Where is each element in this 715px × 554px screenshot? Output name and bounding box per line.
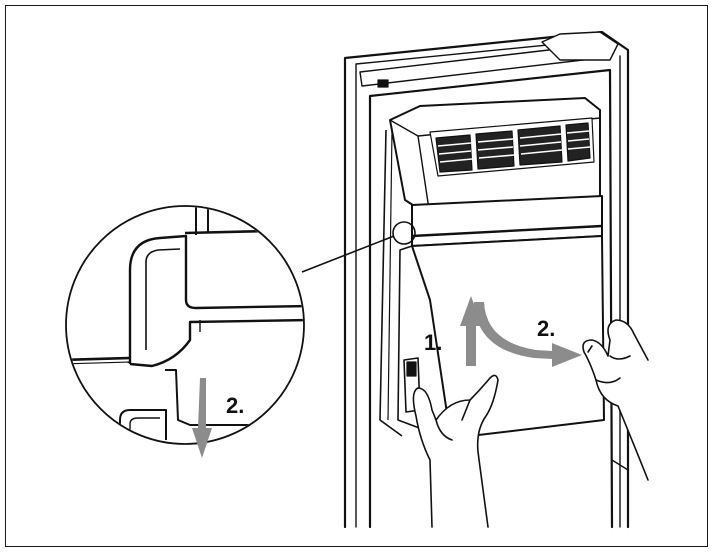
curved-right-arrow-icon xyxy=(474,302,582,367)
detail-magnifier xyxy=(65,205,305,445)
door-top-latch xyxy=(377,79,389,88)
door-bottom-rail xyxy=(611,459,629,471)
detail-hook xyxy=(128,234,303,364)
detail-bracket xyxy=(165,369,303,426)
step-2-label: 2. xyxy=(537,316,556,341)
right-hand xyxy=(582,319,649,481)
down-arrow-icon xyxy=(192,378,212,458)
refrigerator-door xyxy=(343,30,630,529)
bin-side-rail xyxy=(379,129,403,437)
door-bin xyxy=(379,129,605,437)
vent-grille xyxy=(429,117,595,177)
ice-unit xyxy=(389,97,601,217)
door-inner-edge-left-2 xyxy=(368,68,614,529)
ice-unit-side xyxy=(417,135,431,217)
bin-lip-edge xyxy=(411,224,603,238)
door-outer-edge xyxy=(343,30,630,529)
detail-marker-circle xyxy=(392,221,416,245)
bin-clip-tab xyxy=(406,361,417,377)
step-1-label: 1. xyxy=(424,330,443,355)
detail-leader-line xyxy=(301,235,395,273)
bin-left-side xyxy=(397,245,431,433)
door-top-handle xyxy=(541,31,619,61)
bin-side-rail-2 xyxy=(387,129,393,421)
step-2-detail-label: 2. xyxy=(226,393,245,418)
left-hand xyxy=(412,374,499,528)
door-inner-edge-left xyxy=(355,39,599,528)
